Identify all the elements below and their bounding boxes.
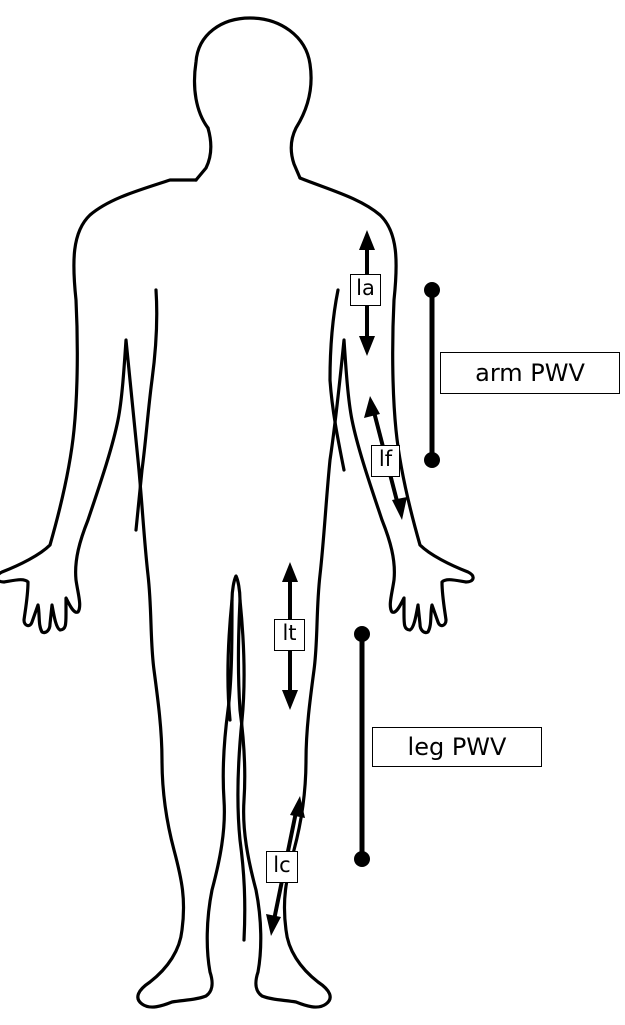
body-outline	[0, 178, 473, 1007]
arm-pwv-bar	[424, 282, 440, 468]
arm-pwv-label: arm PWV	[440, 352, 620, 394]
lc-label: lc	[266, 851, 298, 883]
leg-pwv-bar	[354, 626, 370, 867]
head-outline	[195, 18, 312, 178]
lt-label: lt	[274, 619, 305, 651]
la-label: la	[350, 274, 381, 306]
neck-outline	[196, 128, 211, 180]
left-inner-arm-line	[136, 290, 157, 530]
lf-label: lf	[371, 445, 400, 477]
leg-pwv-label: leg PWV	[372, 727, 542, 767]
